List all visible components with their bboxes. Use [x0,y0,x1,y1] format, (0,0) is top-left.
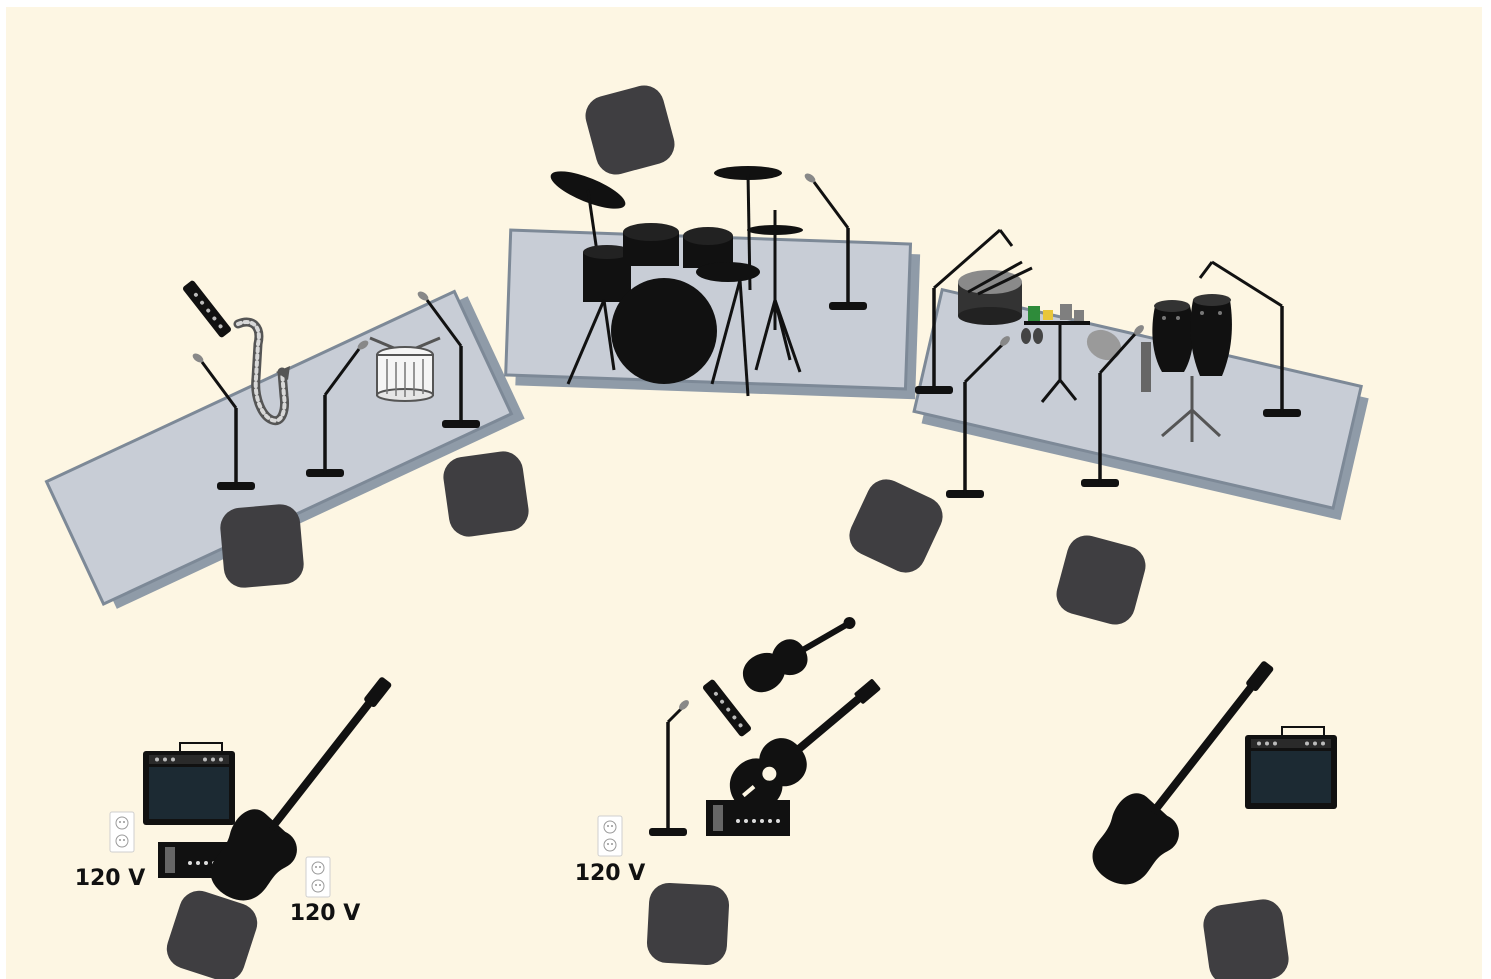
shaker-icon [1086,329,1151,392]
monitor-wedge [440,448,532,540]
harmonica-icon [182,280,232,338]
power-outlet-icon [597,815,623,857]
saxophone-icon [233,317,290,426]
percussion-table-icon [1021,304,1090,403]
monitor-wedge [645,881,731,967]
harmonica-icon [702,679,752,737]
power-label: 120 V [575,861,646,886]
percussion-riser [912,287,1369,521]
mic-stand-icon [649,700,689,836]
marching-drum-icon [369,336,441,402]
di-box-icon [706,800,790,836]
monitor-wedge [1200,896,1292,979]
drum-kit-icon [550,166,803,397]
power-label: 120 V [290,901,361,926]
power-outlet-icon [109,811,135,853]
monitor-wedge [218,502,306,590]
mic-stand-icon [946,336,1010,498]
mic-stand-icon [915,228,1014,394]
guitar-amp-icon [142,742,236,826]
snare-drum-icon [958,260,1033,325]
mic-stand-icon [1081,325,1144,487]
mic-stand-icon [1198,260,1301,417]
guitar-amp-icon [1244,726,1338,810]
conga-drums-icon [1152,294,1232,442]
power-outlet-icon [305,856,331,898]
power-label: 120 V [75,866,146,891]
violin-icon [743,617,856,693]
